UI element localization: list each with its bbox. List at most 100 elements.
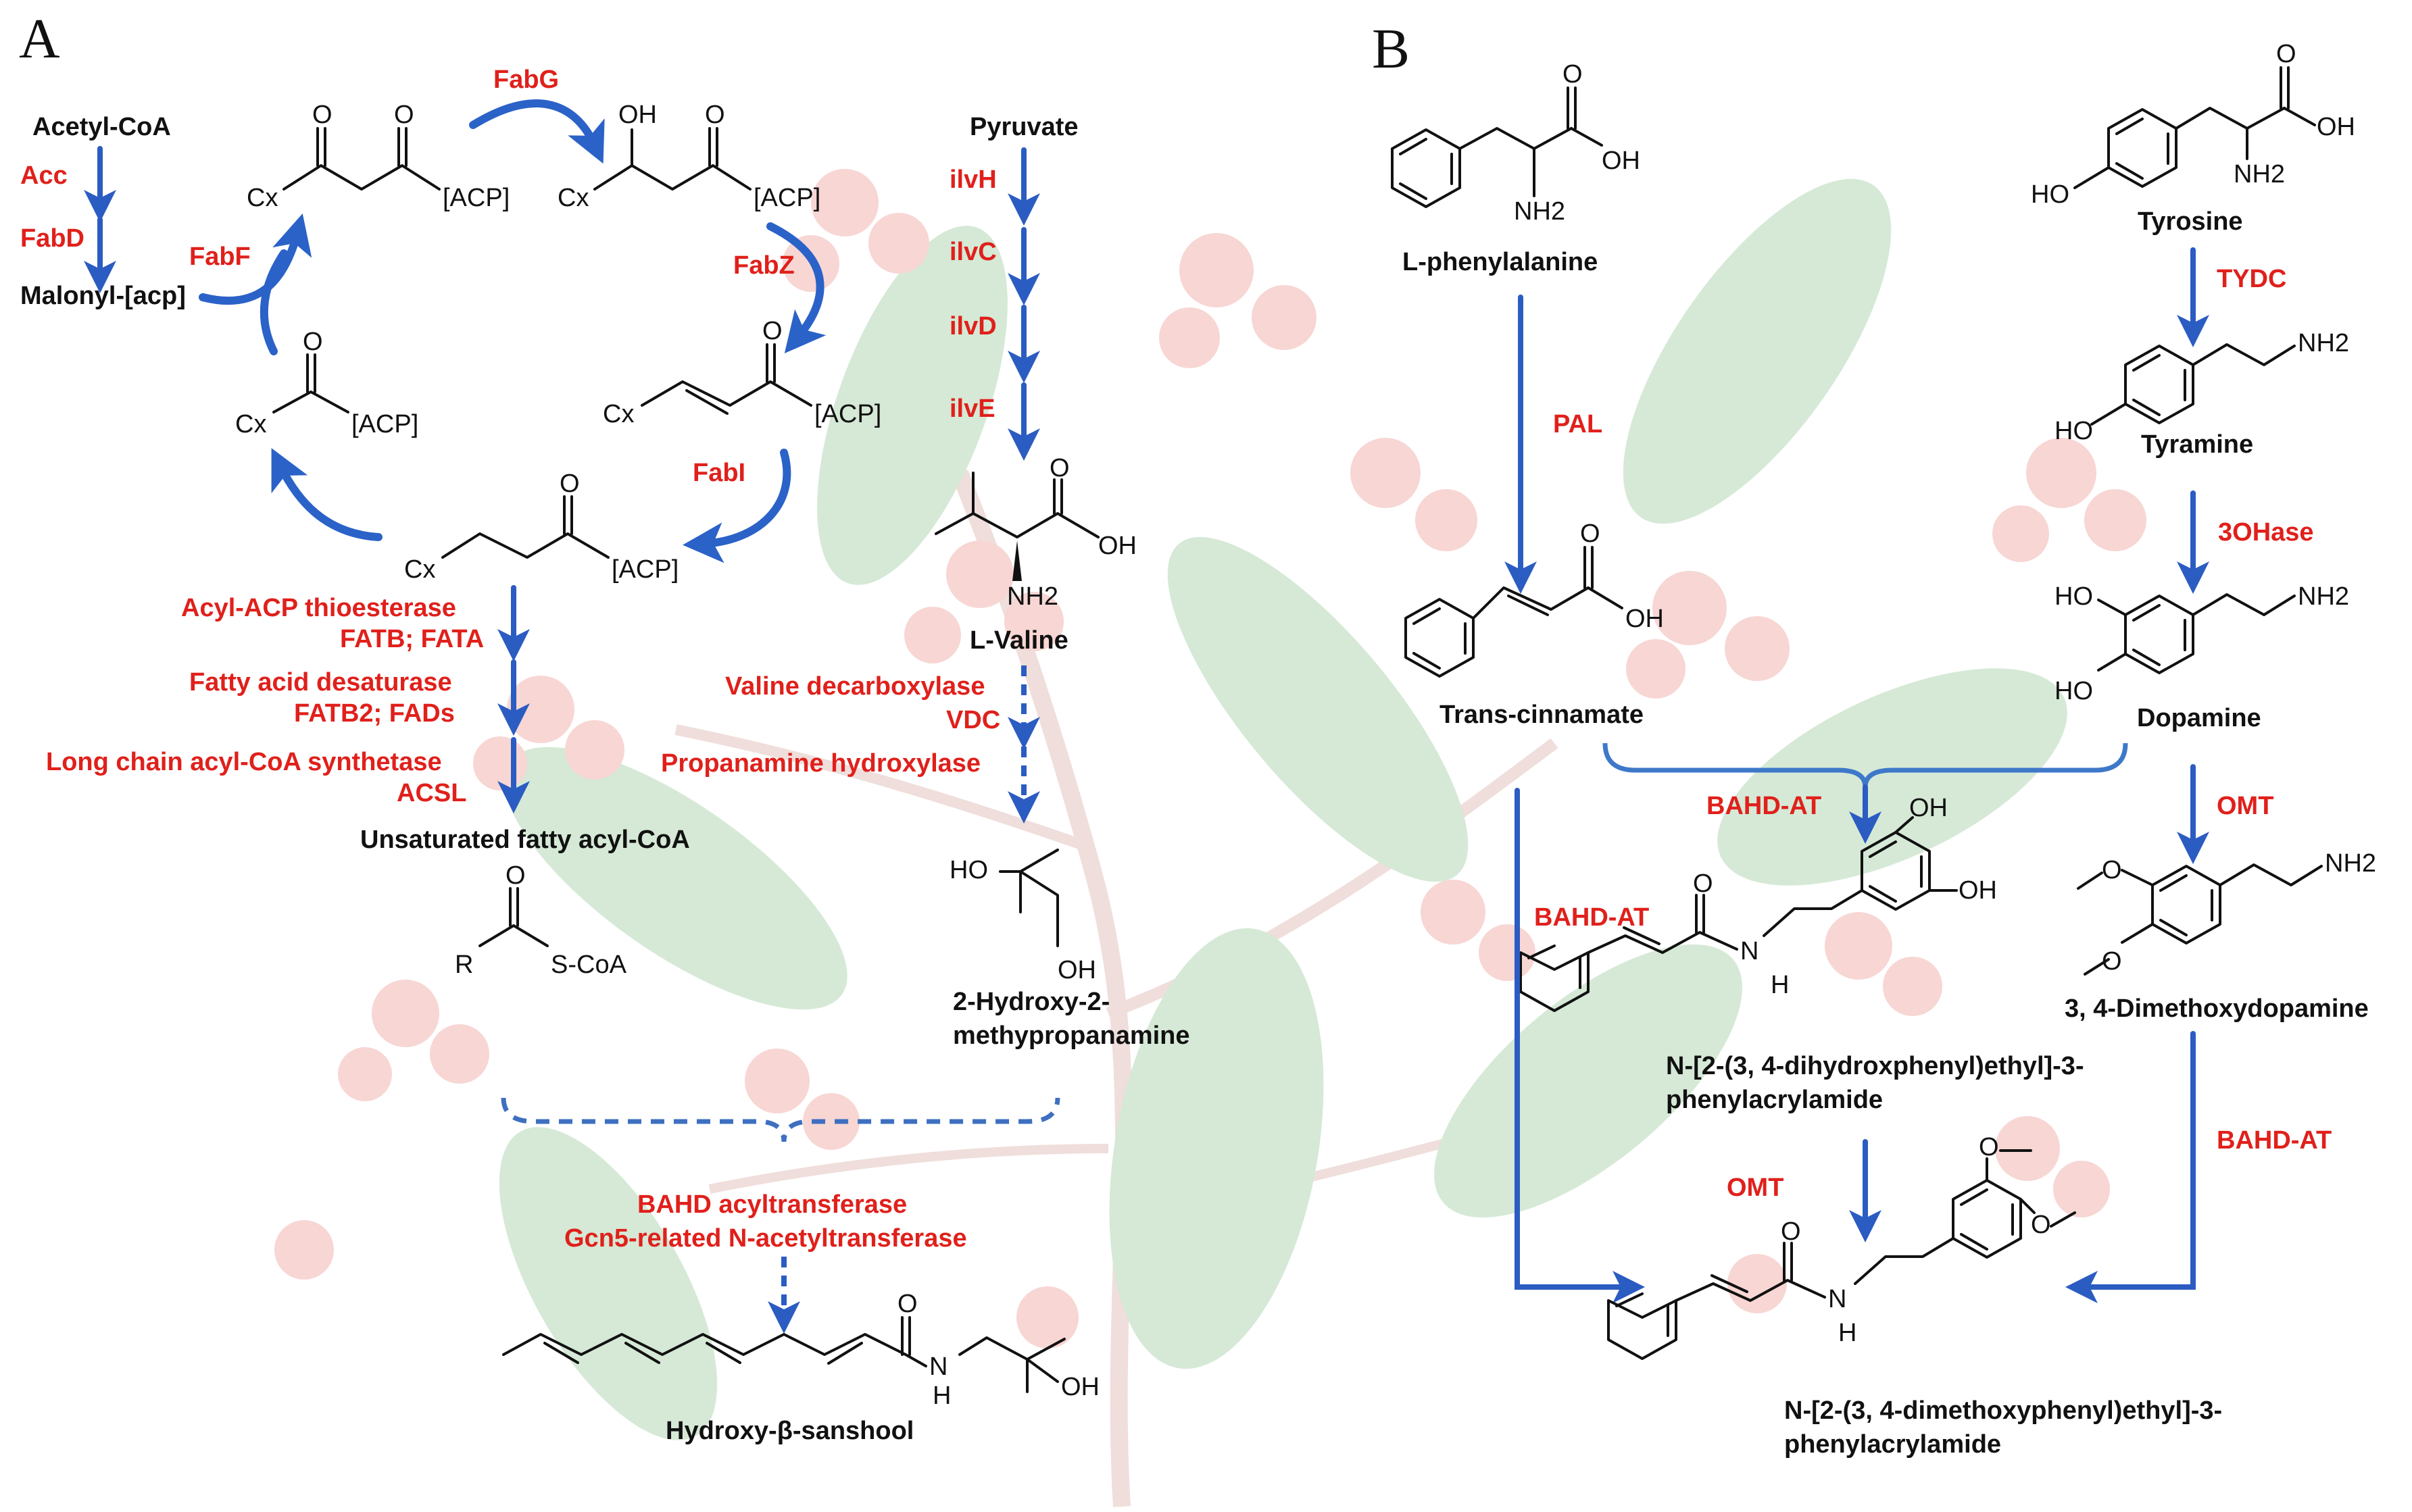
o-text: O [2031, 1211, 2051, 1239]
thioesterase-label: Acyl-ACP thioesterase [181, 594, 456, 622]
panel-b-label: B [1372, 18, 1410, 80]
oh-text: OH [1061, 1373, 1100, 1401]
dopamine-label: Dopamine [2137, 704, 2261, 732]
tyrosine-structure: O OH NH2 HO [2031, 40, 2355, 209]
panel-b: O OH NH2 L-phenylalanine PAL O OH Trans-… [1391, 40, 2376, 1459]
cx-text: Cx [404, 555, 435, 584]
oh-text: OH [1602, 147, 1640, 175]
bahd-at-right-arrow [2065, 1031, 2196, 1303]
oh-text: OH [1058, 956, 1096, 984]
ilvh-label: ilvH [950, 166, 997, 194]
h-text: H [933, 1382, 951, 1410]
background-plant-illustration [274, 169, 2146, 1507]
acsl-name-label: Long chain acyl-CoA synthetase [46, 748, 442, 776]
o-text: O [705, 101, 725, 129]
ilvd-label: ilvD [950, 312, 997, 341]
oh-text: OH [2317, 113, 2355, 141]
bahd-acyltransferase-label: BAHD acyltransferase [637, 1190, 907, 1219]
o-text: O [1562, 60, 1583, 89]
valine-decarboxylase-label: Valine decarboxylase [725, 672, 985, 701]
dopamine-structure: HO HO NH2 [2054, 582, 2349, 705]
cx-text: Cx [235, 410, 266, 438]
fabg-cycle-arrow [469, 99, 605, 164]
malonyl-acp-label: Malonyl-[acp] [20, 282, 186, 310]
fabg-enzyme-label: FabG [493, 66, 559, 94]
cx-text: Cx [558, 184, 589, 212]
fabi-enzyme-label: FabI [693, 459, 745, 487]
acp-text: [ACP] [443, 184, 510, 212]
fatb-fata-label: FATB; FATA [340, 625, 484, 653]
fabz-enzyme-label: FabZ [733, 251, 795, 280]
omt-label-2: OMT [1727, 1174, 1783, 1202]
fabf-enzyme-label: FabF [189, 243, 251, 271]
enoyl-acp-structure: Cx O [ACP] [603, 317, 881, 428]
oh-text: OH [1625, 605, 1664, 633]
fatb2-fads-label: FATB2; FADs [294, 699, 455, 728]
dihydroxyphenyl-label-2: phenylacrylamide [1666, 1086, 1883, 1114]
nh2-text: NH2 [1514, 197, 1565, 226]
acp-text: [ACP] [351, 410, 418, 438]
3ohase-label: 3OHase [2218, 518, 2314, 547]
h-text: H [1771, 971, 1789, 999]
acetyl-coa-label: Acetyl-CoA [32, 113, 171, 141]
o-text: O [303, 328, 323, 356]
o-text: O [1580, 520, 1600, 548]
scoa-text: S-CoA [551, 951, 627, 979]
panel-a: Acetyl-CoA Acc FabD Malonyl-[acp] FabF F… [20, 66, 1190, 1445]
nh2-text: NH2 [2234, 160, 2285, 188]
fabi-cycle-arrow [683, 449, 791, 563]
dimethoxyphenyl-label-2: phenylacrylamide [1784, 1430, 2001, 1459]
nh2-text: NH2 [2298, 329, 2349, 357]
o-text: O [762, 317, 783, 345]
o-text: O [312, 101, 333, 129]
bahd-at-label-1: BAHD-AT [1706, 792, 1821, 820]
ho-text: HO [2031, 180, 2069, 209]
o-text: O [1693, 870, 1713, 898]
oh-text: OH [1098, 532, 1137, 560]
unsaturated-acyl-coa-label: Unsaturated fatty acyl-CoA [360, 826, 690, 854]
sanshool-structure: O N H OH [502, 1290, 1100, 1410]
hydroxy-methylpropanamine-label-2: methypropanamine [953, 1022, 1190, 1050]
o-text: O [560, 470, 580, 498]
acyl-acp-short-structure: Cx O [ACP] [235, 328, 418, 438]
nh2-text: NH2 [2325, 849, 2376, 878]
dimethoxydopamine-structure: O O NH2 [2077, 849, 2376, 976]
bahd-at-left-arrow [1515, 788, 1645, 1303]
oh-text: OH [1909, 794, 1948, 822]
bahd-at-label-3: BAHD-AT [2217, 1126, 2332, 1155]
oh-text: OH [618, 101, 657, 129]
ilve-label: ilvE [950, 395, 995, 423]
o-text: O [2102, 856, 2122, 884]
n-text: N [1828, 1285, 1846, 1313]
acp-text: [ACP] [814, 400, 881, 428]
dihydroxyphenyl-acrylamide-structure: OH OH O N H [1519, 794, 1997, 1012]
cycle-return-arrow [271, 448, 383, 541]
ho-text: HO [2054, 677, 2093, 705]
n-text: N [929, 1353, 947, 1381]
oh-text: OH [1959, 876, 1997, 905]
acp-text: [ACP] [754, 184, 820, 212]
cycle-up-arrow [260, 249, 288, 355]
hydroxy-methylpropanamine-label-1: 2-Hydroxy-2- [953, 988, 1110, 1016]
l-valine-structure: O OH NH2 [935, 454, 1137, 611]
vdc-label: VDC [946, 706, 1000, 734]
l-valine-label: L-Valine [970, 626, 1068, 655]
l-phenylalanine-structure: O OH NH2 [1391, 60, 1640, 226]
o-text: O [1050, 454, 1070, 482]
o-text: O [1979, 1133, 1999, 1161]
o-text: O [897, 1290, 918, 1318]
acyl-coa-structure: R O S-CoA [455, 861, 627, 979]
nh2-text: NH2 [1007, 582, 1058, 611]
gcn5-label: Gcn5-related N-acetyltransferase [564, 1224, 967, 1253]
acc-enzyme-label: Acc [20, 161, 68, 190]
dimethoxydopamine-label: 3, 4-Dimethoxydopamine [2065, 994, 2369, 1023]
bahd-at-label-2: BAHD-AT [1534, 903, 1649, 932]
hydroxy-methylpropanamine-structure: HO OH [950, 849, 1096, 984]
trans-cinnamate-structure: O OH [1404, 520, 1664, 678]
acyl-acp-structure: Cx O [ACP] [404, 470, 679, 584]
dihydroxyphenyl-label-1: N-[2-(3, 4-dihydroxphenyl)ethyl]-3- [1666, 1052, 2084, 1080]
dimethoxyphenyl-label-1: N-[2-(3, 4-dimethoxyphenyl)ethyl]-3- [1784, 1396, 2222, 1425]
propanamine-hydroxylase-label: Propanamine hydroxylase [661, 749, 981, 778]
ho-text: HO [2054, 417, 2093, 445]
l-phenylalanine-label: L-phenylalanine [1402, 248, 1598, 276]
